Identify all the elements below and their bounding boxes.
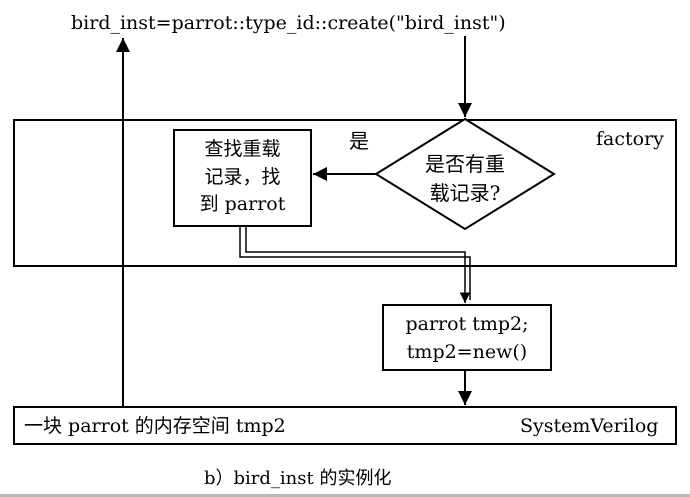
lookup-line-3: 到 parrot xyxy=(199,193,286,216)
new-box-text: parrot tmp2; tmp2=new() xyxy=(385,311,549,366)
connector-lookup-outer xyxy=(239,226,471,300)
call-text: bird_inst=parrot::type_id::create("bird_… xyxy=(71,12,506,34)
factory-label: factory xyxy=(596,128,664,150)
connector-lookup-inner xyxy=(245,226,471,303)
decision-line-2: 载记录? xyxy=(429,181,501,205)
systemverilog-label: SystemVerilog xyxy=(520,415,659,437)
decision-line-1: 是否有重 xyxy=(425,152,505,176)
lookup-box xyxy=(173,129,312,227)
new-box-line-1: parrot tmp2; xyxy=(405,313,529,335)
figure-caption: b）bird_inst 的实例化 xyxy=(204,468,392,489)
decision-text: 是否有重 载记录? xyxy=(396,150,534,208)
lookup-line-1: 查找重载 xyxy=(204,138,281,160)
factory-region xyxy=(13,119,677,267)
memory-text: 一块 parrot 的内存空间 tmp2 xyxy=(24,415,286,437)
new-box xyxy=(382,304,552,371)
lookup-text: 查找重载 记录，找 到 parrot xyxy=(176,136,309,219)
new-box-line-2: tmp2=new() xyxy=(406,340,528,363)
yes-label: 是 xyxy=(349,129,369,153)
decision-diamond xyxy=(374,117,556,231)
bottom-rule xyxy=(0,494,690,497)
lookup-line-2: 记录，找 xyxy=(204,165,281,188)
systemverilog-bar xyxy=(13,406,677,445)
